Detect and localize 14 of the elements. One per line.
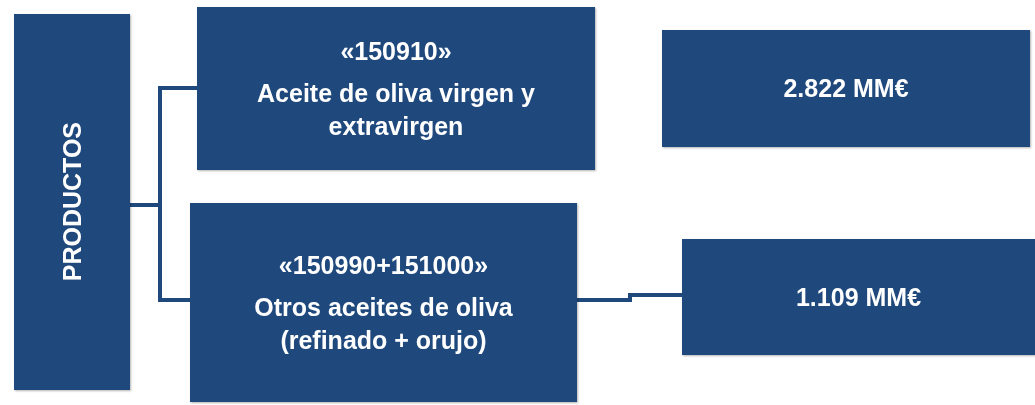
code-label: «150990+151000» bbox=[278, 249, 489, 281]
box-label: 2.822 MM€ bbox=[783, 73, 909, 105]
box-label: Aceite de oliva virgen y extravirgen bbox=[256, 78, 536, 142]
product-box bbox=[190, 203, 577, 402]
box-label: 1.109 MM€ bbox=[795, 281, 922, 313]
box-label: Otros aceites de oliva (refinado + orujo) bbox=[253, 292, 514, 356]
product-box bbox=[662, 30, 1030, 147]
product-box bbox=[197, 7, 595, 170]
box-label: PRODUCTOS bbox=[56, 122, 87, 282]
product-box bbox=[14, 14, 130, 390]
connector-line bbox=[130, 203, 190, 302]
product-box bbox=[682, 239, 1035, 355]
code-label: «150910» bbox=[340, 35, 452, 67]
connector-line bbox=[577, 293, 682, 302]
